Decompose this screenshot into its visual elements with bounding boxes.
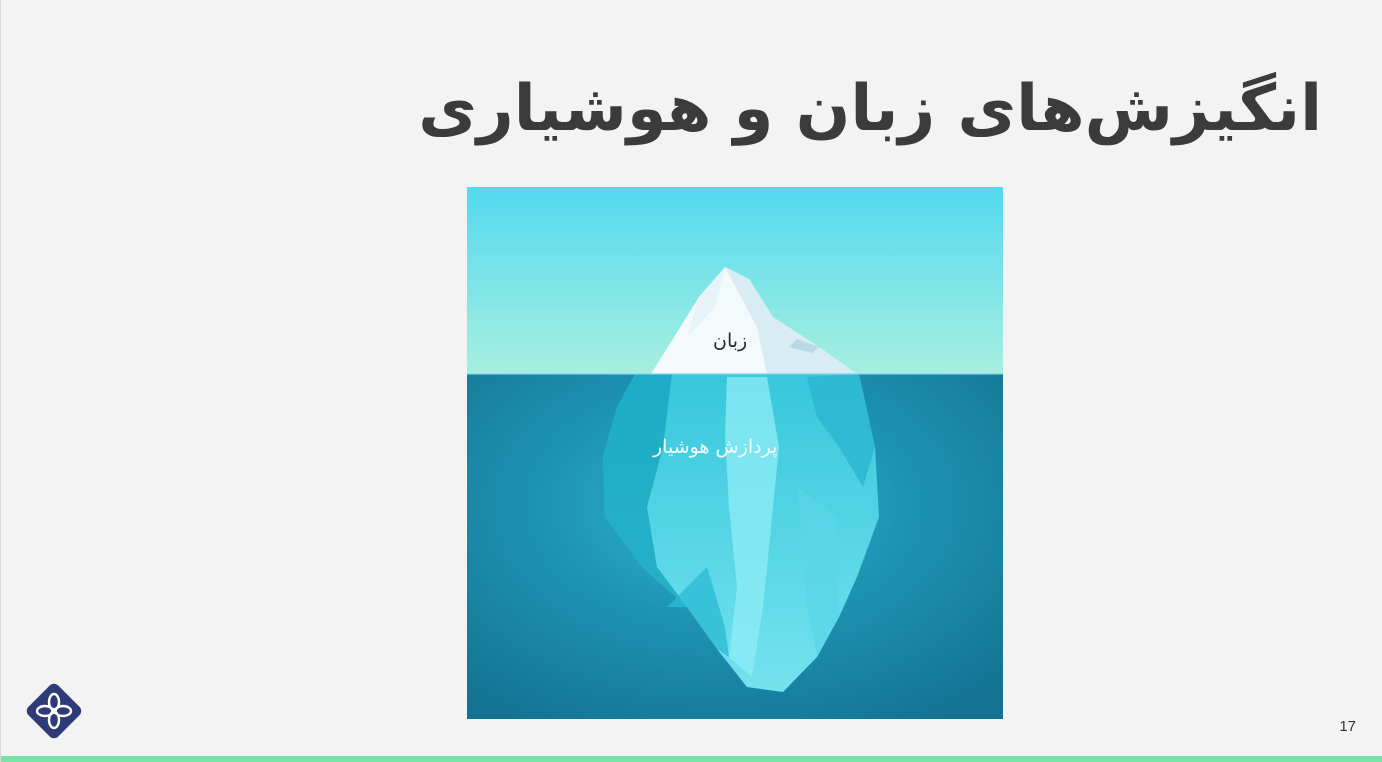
lotus-logo-icon (23, 680, 85, 742)
slide-title: انگیزش‌های زبان و هوشیاری (418, 72, 1322, 146)
iceberg-submerged-label: پردازش هوشیار (653, 436, 778, 458)
iceberg-tip-label: زبان (713, 330, 748, 352)
bottom-accent-bar (1, 756, 1382, 762)
iceberg-illustration (467, 187, 1003, 719)
page-number: 17 (1339, 718, 1356, 735)
